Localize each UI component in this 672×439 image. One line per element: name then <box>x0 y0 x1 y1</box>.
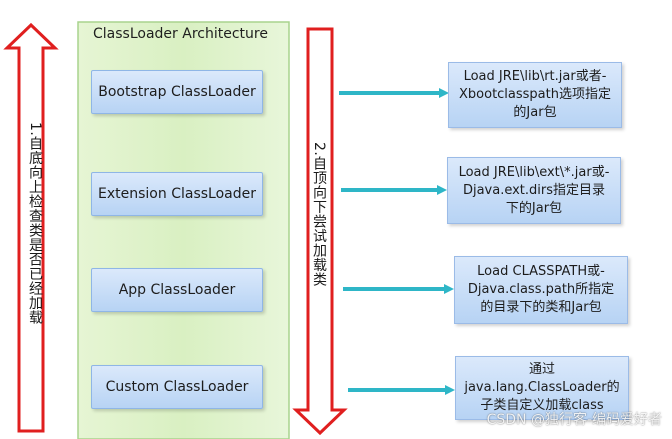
left-arrow-label: 1.自底向上检查类是否已经加载 <box>27 122 43 325</box>
extension-classloader-box: Extension ClassLoader <box>91 172 263 216</box>
app-note-line-3: 的目录下的类和Jar包 <box>480 300 602 315</box>
bootstrap-classloader-label: Bootstrap ClassLoader <box>98 84 256 100</box>
extension-note-text: Load JRE\lib\ext\*.jar或- Djava.ext.dirs指… <box>459 164 610 218</box>
custom-note-text: 通过 java.lang.ClassLoader的 子类自定义加载class <box>464 361 619 415</box>
custom-note-line-3: 子类自定义加载class <box>480 398 604 413</box>
bootstrap-note-line-1: Load JRE\lib\rt.jar或者- <box>463 69 607 84</box>
connector-arrow-head-4 <box>445 385 455 395</box>
custom-classloader-box: Custom ClassLoader <box>91 365 263 409</box>
bootstrap-note-text: Load JRE\lib\rt.jar或者- Xbootclasspath选项指… <box>459 68 611 122</box>
app-note-line-2: Djava.class.path所指定 <box>467 282 615 297</box>
connector-arrow-head-1 <box>439 88 449 98</box>
app-classloader-label: App ClassLoader <box>118 282 236 298</box>
bootstrap-classloader-box: Bootstrap ClassLoader <box>91 70 263 114</box>
extension-note-line-2: Djava.ext.dirs指定目录 <box>462 182 606 198</box>
right-arrow-label: 2.自顶向下尝试加载类 <box>311 142 327 287</box>
custom-classloader-label: Custom ClassLoader <box>105 379 249 395</box>
app-note-text: Load CLASSPATH或- Djava.class.path所指定 的目录… <box>468 263 614 317</box>
upward-check-arrow-icon <box>3 22 59 433</box>
connector-arrows <box>339 88 455 395</box>
custom-note-box: 通过 java.lang.ClassLoader的 子类自定义加载class <box>455 356 629 420</box>
extension-note-line-3: 下的Jar包 <box>505 200 563 216</box>
custom-note-line-1: 通过 <box>528 362 555 377</box>
app-classloader-box: App ClassLoader <box>91 268 263 312</box>
app-note-line-1: Load CLASSPATH或- <box>477 264 605 279</box>
connector-arrow-head-3 <box>444 284 454 294</box>
diagram-title: ClassLoader Architecture <box>93 26 268 42</box>
downward-load-arrow-icon <box>292 27 348 436</box>
bootstrap-note-line-2: Xbootclasspath选项指定 <box>459 87 611 102</box>
bootstrap-note-line-3: 的Jar包 <box>513 105 557 120</box>
extension-note-box: Load JRE\lib\ext\*.jar或- Djava.ext.dirs指… <box>447 157 621 224</box>
app-note-box: Load CLASSPATH或- Djava.class.path所指定 的目录… <box>454 256 628 324</box>
extension-note-line-1: Load JRE\lib\ext\*.jar或- <box>458 164 610 180</box>
bootstrap-note-box: Load JRE\lib\rt.jar或者- Xbootclasspath选项指… <box>448 62 622 128</box>
extension-classloader-label: Extension ClassLoader <box>98 186 256 202</box>
connector-arrow-head-2 <box>437 185 447 195</box>
custom-note-line-2: java.lang.ClassLoader的 <box>464 380 620 395</box>
